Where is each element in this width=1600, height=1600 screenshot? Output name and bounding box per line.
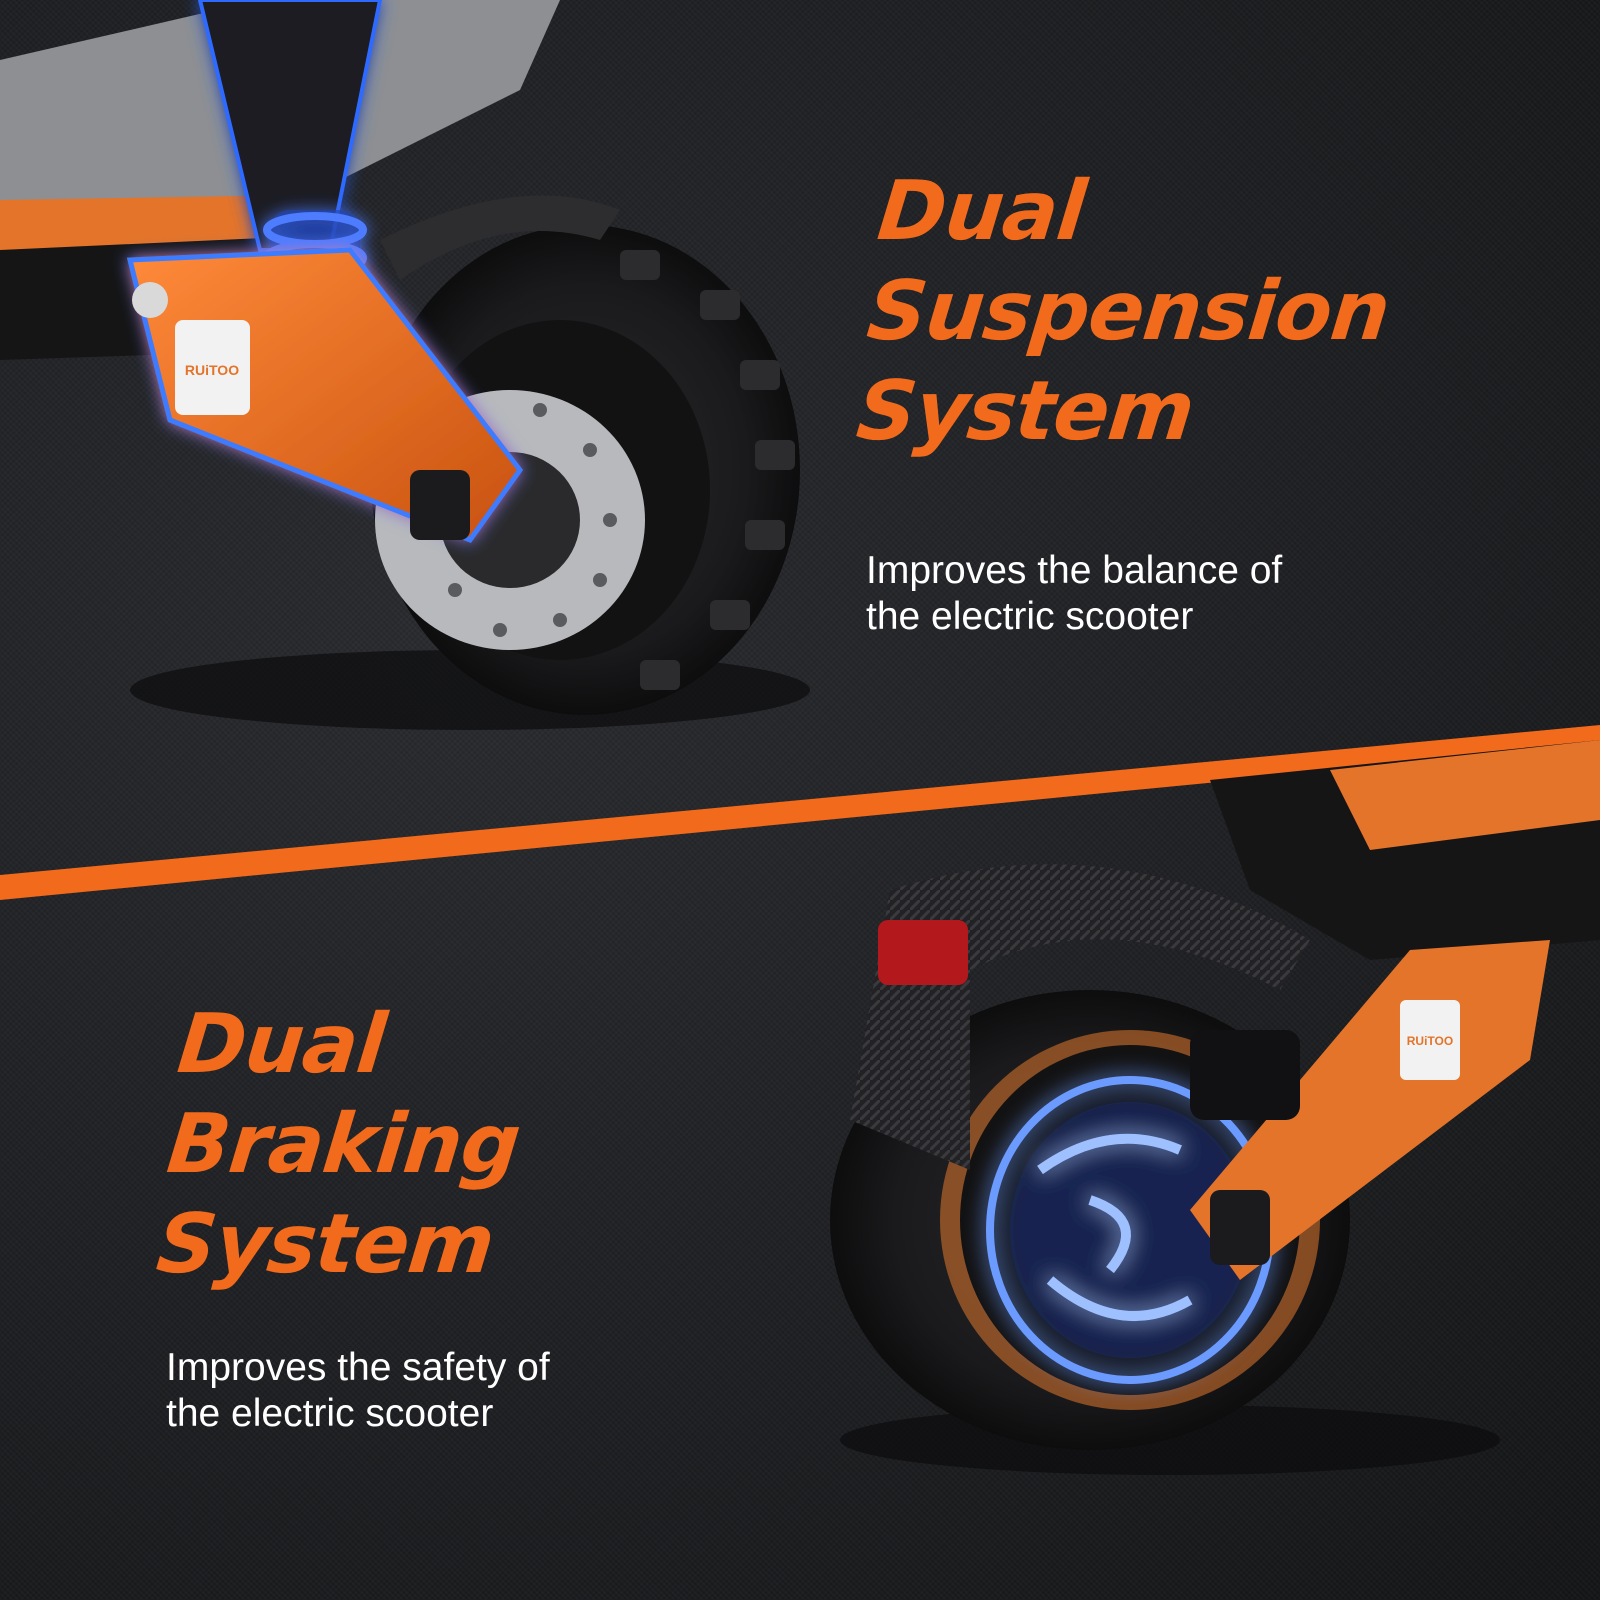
arm-logo-plate	[175, 320, 250, 415]
suspension-headline-line-2: Suspension	[863, 264, 1394, 359]
divider-stripe	[0, 725, 1600, 900]
braking-description-line-1: Improves the safety of	[166, 1346, 550, 1389]
pivot-bolt	[132, 282, 168, 318]
braking-description-line-2: the electric scooter	[166, 1392, 494, 1435]
rear-brake-disc	[986, 1076, 1274, 1384]
brake-caliper	[1190, 1030, 1300, 1120]
rear-axle-cap	[1210, 1190, 1270, 1265]
tire-tread	[620, 250, 795, 690]
suspension-headline: Dual Suspension System	[852, 162, 1404, 462]
braking-headline: Dual Braking System	[152, 995, 535, 1295]
front-suspension-illustration: RUiTOO	[0, 0, 810, 730]
tail-light	[878, 920, 968, 985]
suspension-headline-line-1: Dual	[873, 164, 1090, 259]
braking-description: Improves the safety of the electric scoo…	[166, 1345, 550, 1437]
rear-brake-illustration: RUiTOO	[830, 740, 1600, 1475]
rear-arm-logo-plate	[1400, 1000, 1460, 1080]
suspension-description: Improves the balance of the electric sco…	[866, 548, 1282, 640]
braking-headline-line-1: Dual	[173, 997, 390, 1092]
rear-arm-logo-text: RUiTOO	[1407, 1034, 1453, 1048]
suspension-description-line-2: the electric scooter	[866, 595, 1194, 638]
braking-headline-line-3: System	[152, 1197, 499, 1292]
front-fender	[380, 195, 620, 280]
rear-deck-orange	[1330, 740, 1600, 850]
axle-cap	[410, 470, 470, 540]
suspension-headline-line-3: System	[852, 364, 1199, 459]
arm-logo-text: RUiTOO	[185, 362, 239, 378]
braking-headline-line-2: Braking	[163, 1097, 525, 1192]
suspension-description-line-1: Improves the balance of	[866, 549, 1283, 592]
